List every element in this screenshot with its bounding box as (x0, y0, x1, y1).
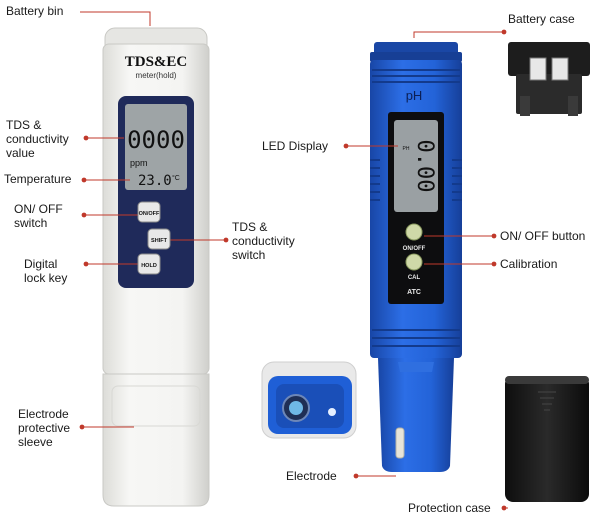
label-protection-case: Protection case (408, 501, 491, 515)
tds-mode-text: meter(hold) (136, 71, 177, 80)
label-tds-ec-switch: TDS & conductivity switch (232, 220, 295, 262)
tds-shift-button[interactable] (147, 228, 171, 250)
label-battery-bin: Battery bin (6, 4, 64, 18)
leader-battery-bin (80, 11, 151, 26)
label-on-off-switch: ON/ OFF switch (14, 202, 63, 230)
ph-cal-button[interactable] (405, 253, 423, 271)
label-battery-case: Battery case (508, 12, 575, 26)
tds-shift-label: SHIFT (151, 238, 168, 244)
label-on-off-button: ON/ OFF button (500, 229, 586, 243)
battery-case (508, 42, 590, 116)
label-electrode-sleeve: Electrode protective sleeve (18, 407, 71, 449)
tds-temp-unit-text: °C (172, 174, 180, 182)
label-led-display: LED Display (262, 139, 329, 153)
ph-reading-text: 0.00 (412, 140, 437, 193)
ph-on-off-label: ON/OFF (403, 246, 426, 252)
leader-lines (80, 11, 508, 509)
leader-dots (79, 29, 507, 511)
tds-temperature-text: 23.0 (138, 173, 172, 189)
ph-on-off-button[interactable] (405, 223, 423, 241)
electrode-closeup (261, 361, 357, 439)
ph-display-unit: PH (403, 146, 410, 152)
tds-sleeve-grip (111, 385, 201, 427)
label-digital-lock-key: Digital lock key (24, 257, 68, 285)
label-electrode: Electrode (286, 469, 337, 483)
ph-lcd-screen (394, 120, 438, 212)
label-tds-ec-value: TDS & conductivity value (6, 118, 69, 160)
label-calibration: Calibration (500, 257, 558, 271)
tds-hold-button[interactable] (137, 253, 161, 275)
tds-unit-text: ppm (130, 158, 148, 168)
tds-brand-text: TDS&EC (125, 54, 188, 70)
tds-lcd-screen (125, 104, 187, 190)
tds-sleeve (102, 373, 210, 507)
tds-reading-text: 0000 (127, 126, 185, 154)
label-temperature: Temperature (4, 172, 72, 186)
ph-title-text: pH (406, 88, 423, 103)
tds-on-off-button[interactable] (137, 201, 161, 223)
ph-meter (370, 42, 462, 472)
tds-on-off-label: ON/OFF (139, 211, 160, 217)
ph-atc-label: ATC (407, 289, 421, 296)
tds-hold-label: HOLD (141, 263, 157, 269)
protection-case (505, 376, 589, 502)
ph-cal-label: CAL (408, 275, 421, 281)
ph-stem (378, 358, 454, 472)
leader-battery-case (413, 31, 504, 38)
ph-electrode-tip (395, 427, 405, 459)
ph-grip-ribs (370, 69, 462, 347)
